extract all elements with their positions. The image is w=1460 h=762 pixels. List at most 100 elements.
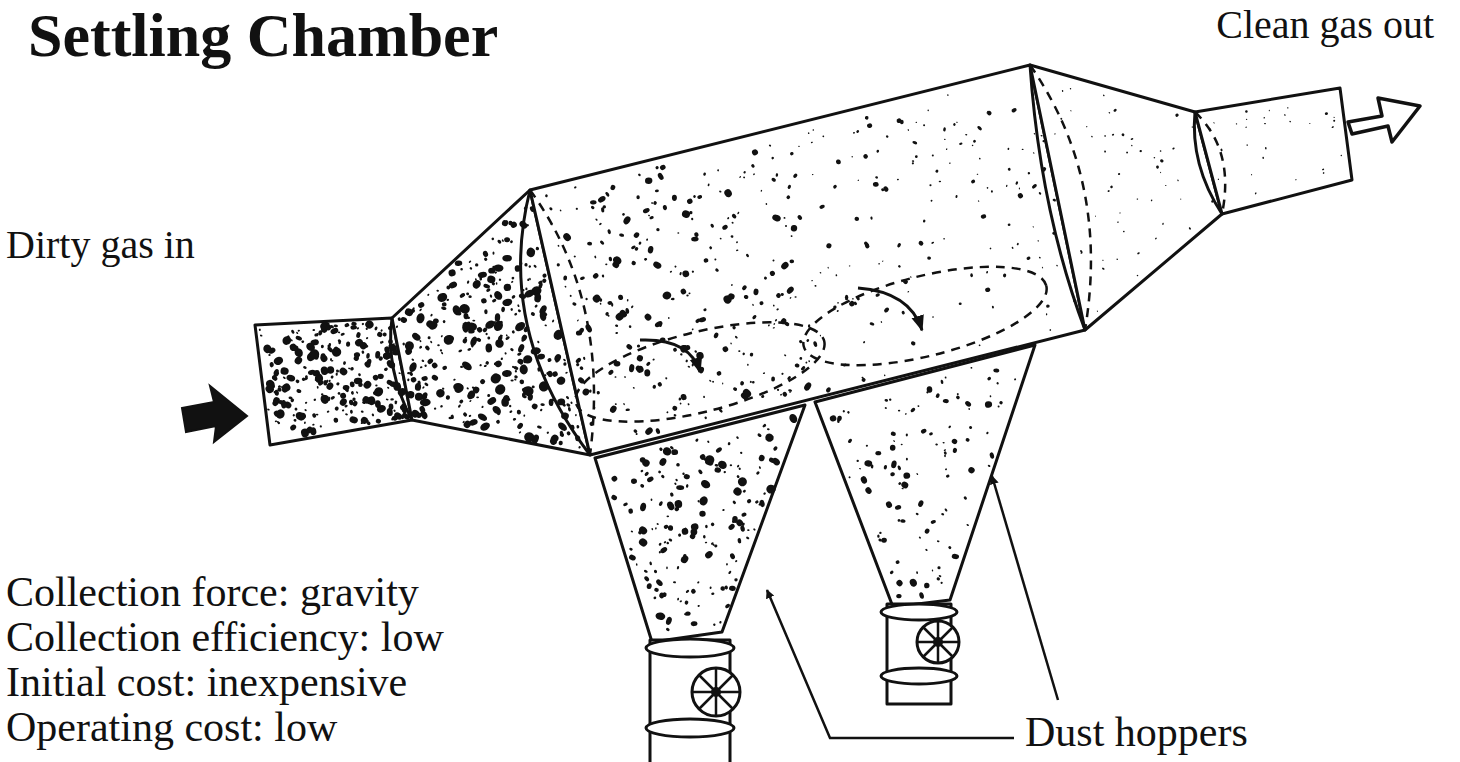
dust-particle (668, 538, 673, 542)
dust-particle (575, 362, 579, 366)
dust-particle (790, 152, 794, 156)
dust-particle (482, 250, 489, 258)
dust-particle (882, 260, 884, 262)
dust-particle (419, 346, 422, 349)
dust-particle (929, 184, 931, 186)
dust-particle (734, 335, 738, 339)
dust-particle (576, 425, 579, 429)
dust-particle (511, 276, 515, 280)
dust-particle (472, 320, 475, 322)
valve-spokes (692, 668, 740, 716)
dust-particle (688, 292, 690, 294)
dust-particle (575, 435, 581, 442)
dust-particle (410, 308, 415, 313)
dust-particle (344, 404, 348, 408)
dust-particle (932, 154, 934, 156)
dust-particle (977, 173, 979, 175)
dust-particle (481, 405, 484, 408)
dust-particle (356, 327, 359, 330)
dust-particle (337, 339, 342, 344)
dust-particle (785, 225, 787, 227)
dust-particle (401, 415, 404, 419)
dust-particle (955, 195, 958, 199)
dust-particle (519, 261, 522, 265)
dust-particle (386, 398, 389, 400)
dust-particle (479, 378, 486, 385)
dust-particle (304, 421, 306, 424)
dust-particle (658, 457, 667, 467)
dust-particle (491, 404, 503, 416)
dust-particle (897, 518, 901, 522)
dust-particle (885, 135, 889, 139)
dust-particle (680, 393, 687, 400)
dust-particle (328, 379, 331, 382)
dust-particle (1269, 110, 1271, 112)
dust-particle (345, 413, 348, 416)
dust-particle (986, 271, 988, 274)
dust-particle (1026, 256, 1031, 260)
dust-particle (483, 364, 487, 367)
dust-particle (362, 379, 373, 390)
dust-particle (895, 579, 904, 588)
dust-particle (673, 581, 676, 583)
dust-particle (337, 391, 341, 395)
dust-particle (1017, 192, 1024, 199)
dust-particle (329, 327, 339, 336)
dust-particle (313, 398, 316, 401)
dust-particle (508, 398, 511, 401)
dust-particle (1019, 188, 1020, 190)
dust-particle (798, 146, 800, 148)
dust-particle (305, 401, 308, 404)
dust-particle (475, 278, 477, 281)
dust-particle (1118, 173, 1120, 175)
dust-particle (743, 176, 746, 179)
dust-particle (476, 326, 484, 334)
dust-particle (1091, 136, 1093, 138)
dust-particle (545, 194, 549, 198)
dust-particle (471, 344, 474, 347)
dust-particle (555, 375, 567, 386)
dust-particle (338, 366, 349, 377)
dust-particle (953, 123, 956, 126)
dust-particle (756, 471, 761, 476)
dust-particle (658, 542, 662, 546)
dust-particle (669, 270, 672, 273)
dust-particle (415, 383, 422, 391)
dust-particle (274, 408, 286, 420)
dust-particle (900, 480, 909, 489)
dust-particle (910, 341, 916, 346)
dust-particle (622, 213, 626, 217)
dust-particle (539, 311, 547, 322)
dust-particle (477, 412, 489, 422)
dust-particle (766, 484, 777, 494)
dust-particle (467, 348, 471, 352)
dust-particle (917, 405, 919, 407)
dust-particle (666, 567, 668, 570)
dust-particle (462, 338, 468, 344)
dust-particle (687, 403, 690, 406)
dust-particle (635, 433, 638, 436)
dust-particle (909, 578, 919, 588)
dust-particle (713, 623, 716, 626)
dust-particle (434, 407, 437, 410)
dust-particle (698, 366, 705, 374)
dust-particle (468, 329, 475, 334)
dust-particle (827, 267, 829, 269)
dust-particle (955, 395, 960, 400)
dust-particle (679, 600, 682, 603)
dust-particle (537, 380, 551, 394)
dust-particle (741, 284, 748, 291)
dust-particle (419, 308, 422, 311)
dust-particle (502, 370, 512, 378)
dust-particle (468, 414, 471, 417)
dust-particle (656, 228, 659, 231)
dust-particle (894, 504, 901, 510)
dust-particle (959, 302, 962, 305)
dust-particle (677, 598, 679, 601)
dust-particle (1073, 299, 1077, 303)
dust-particle (533, 264, 537, 268)
dust-particle (943, 449, 946, 452)
dust-particle (591, 293, 602, 304)
dust-particle (875, 293, 880, 298)
dust-particle (964, 400, 972, 408)
